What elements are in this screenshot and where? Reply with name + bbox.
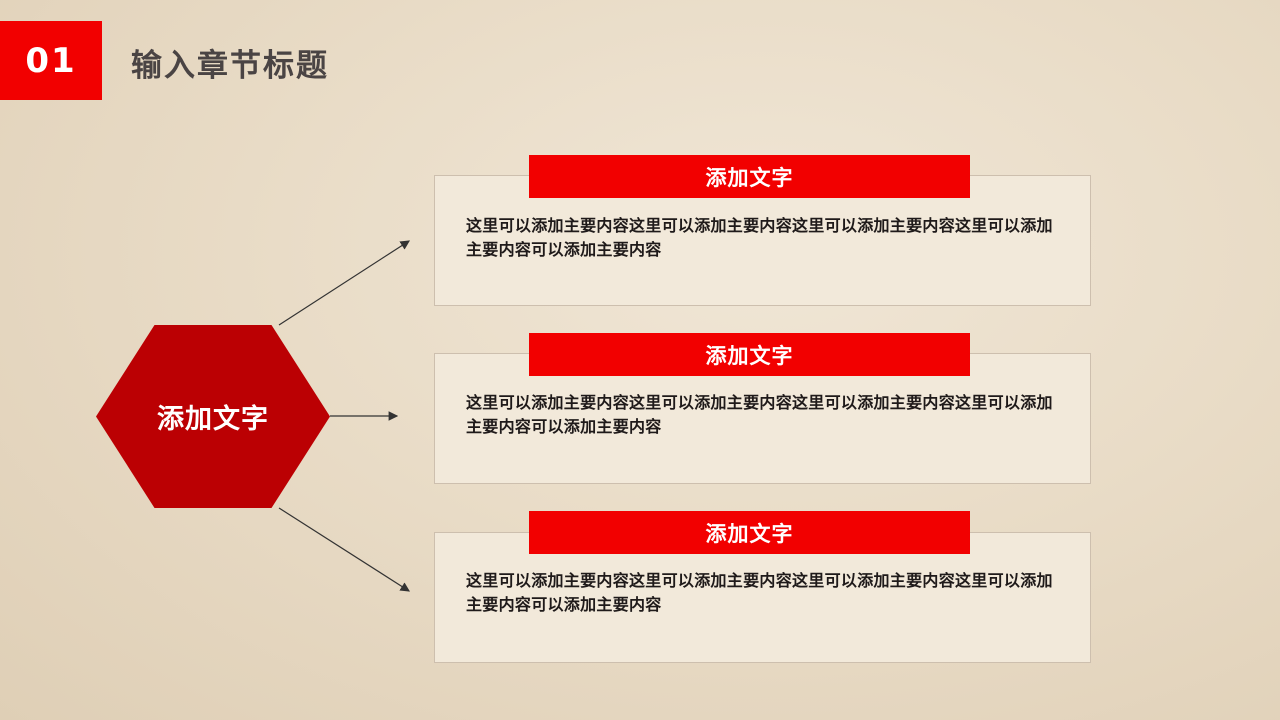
card-1-body: 这里可以添加主要内容这里可以添加主要内容这里可以添加主要内容这里可以添加主要内容… — [466, 216, 1053, 259]
card-3-body: 这里可以添加主要内容这里可以添加主要内容这里可以添加主要内容这里可以添加主要内容… — [466, 571, 1053, 614]
section-number-badge: 01 — [0, 21, 102, 100]
card-3-title: 添加文字 — [529, 511, 970, 554]
arrow-to-card-3 — [278, 507, 411, 592]
center-hexagon: 添加文字 — [96, 325, 330, 508]
section-number: 01 — [25, 40, 77, 81]
arrow-to-card-1 — [278, 240, 411, 326]
hexagon-label: 添加文字 — [157, 404, 269, 435]
card-1-title: 添加文字 — [529, 155, 970, 198]
card-2-body: 这里可以添加主要内容这里可以添加主要内容这里可以添加主要内容这里可以添加主要内容… — [466, 393, 1053, 436]
card-2-title: 添加文字 — [529, 333, 970, 376]
section-title: 输入章节标题 — [131, 48, 329, 84]
